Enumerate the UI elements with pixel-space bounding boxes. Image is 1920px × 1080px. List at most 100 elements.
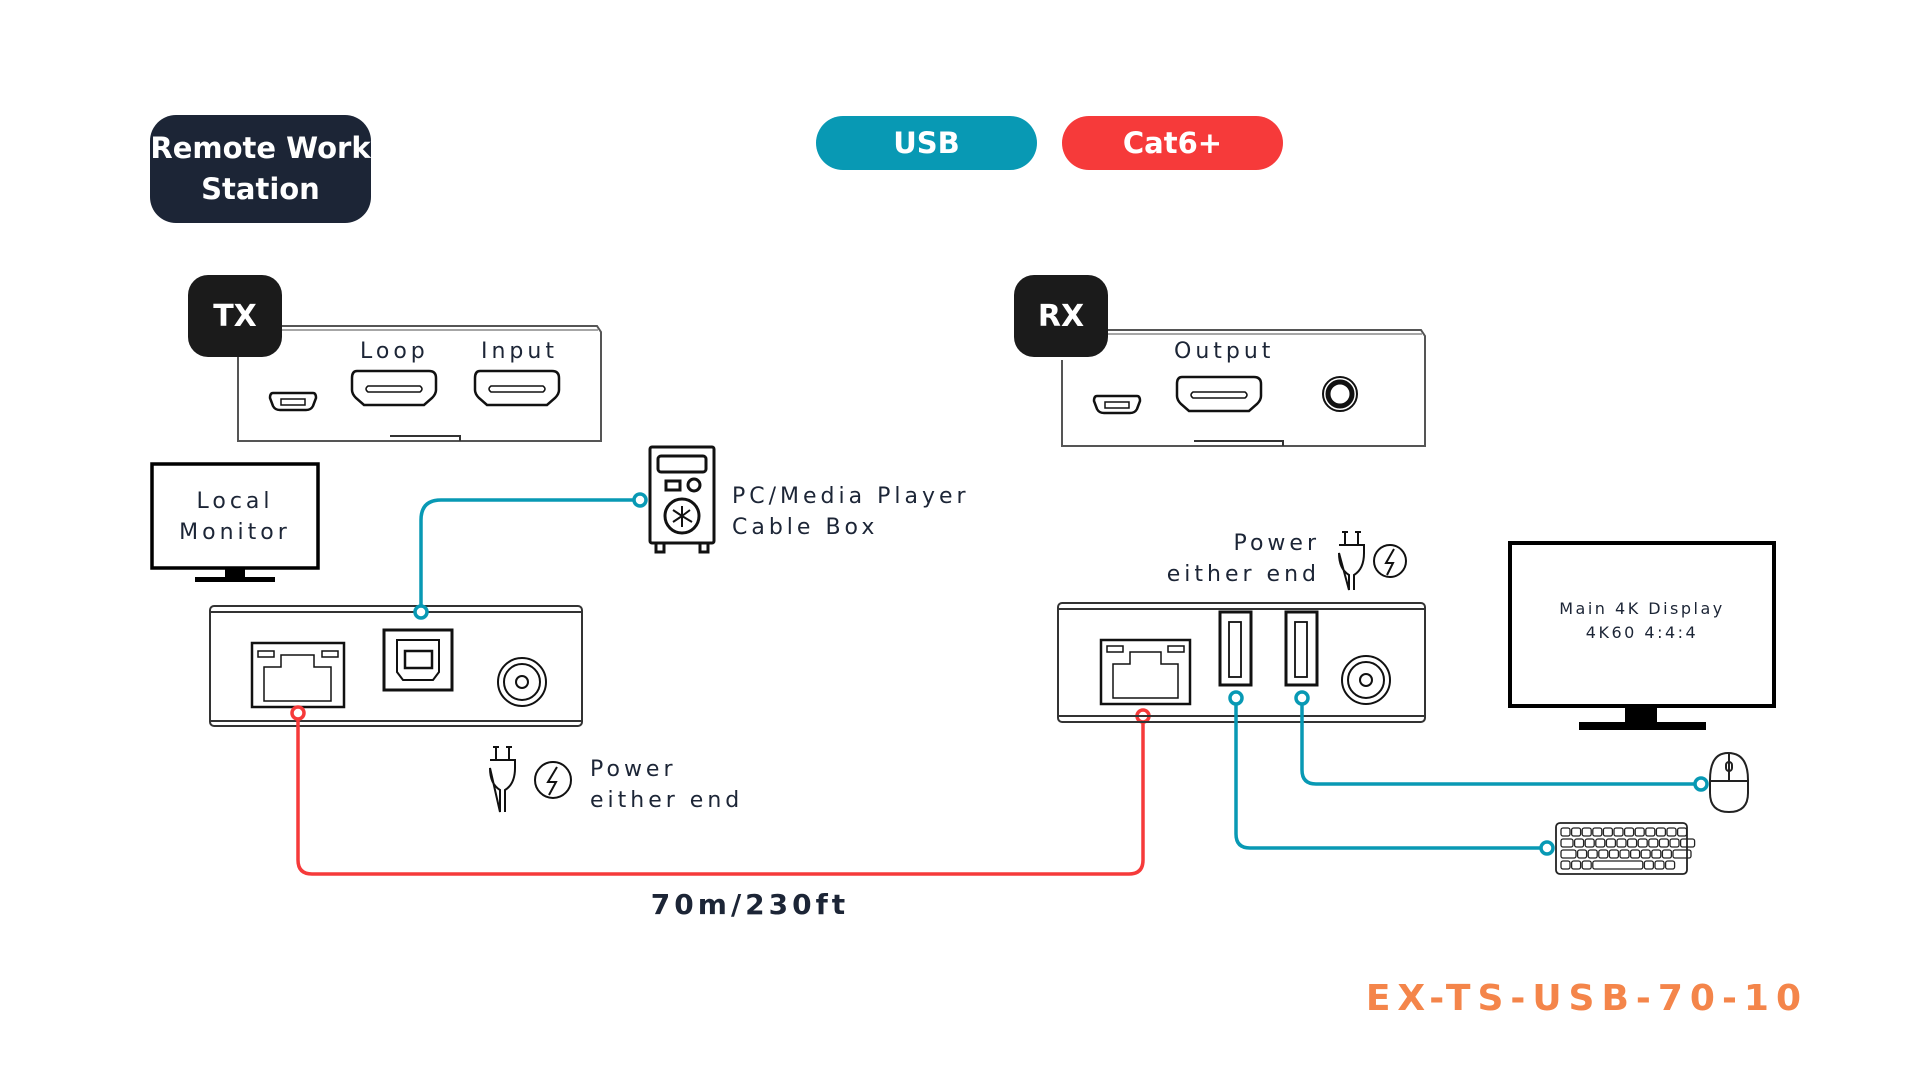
main-display-label-line1: Main 4K Display xyxy=(1559,599,1725,618)
tx-micro-usb-port xyxy=(268,391,318,412)
keyboard-key xyxy=(1637,838,1648,848)
rx-dc-power-jack xyxy=(1341,655,1391,705)
keyboard-key xyxy=(1664,860,1676,870)
tx-power-label-line2: either end xyxy=(590,788,744,813)
keyboard-key xyxy=(1658,838,1670,848)
input-port-label: Input xyxy=(481,339,558,364)
keyboard-key xyxy=(1613,827,1624,837)
main-display-icon xyxy=(1508,541,1776,730)
keyboard-key xyxy=(1672,849,1692,859)
keyboard-key xyxy=(1608,849,1620,859)
rx-power-label-line2: either end xyxy=(1166,562,1320,587)
keyboard-key xyxy=(1643,860,1655,870)
keyboard-key xyxy=(1570,827,1582,837)
keyboard-key xyxy=(1634,827,1645,837)
keyboard-key xyxy=(1655,827,1667,837)
keyboard-key xyxy=(1651,849,1662,859)
tx-badge: TX xyxy=(188,275,282,357)
keyboard-key xyxy=(1570,860,1582,870)
usb-cable-source xyxy=(419,498,634,608)
main-display-label-line2: 4K60 4:4:4 xyxy=(1585,623,1699,642)
model-number: EX-TS-USB-70-10 xyxy=(1365,978,1808,1019)
rx-audio-jack xyxy=(1322,376,1358,412)
tx-power-bolt-icon xyxy=(534,761,572,799)
keyboard-key xyxy=(1560,849,1577,859)
tx-usb-connector-dot xyxy=(413,604,429,620)
legend-cat6: Cat6+ xyxy=(1062,116,1283,170)
loop-port-label: Loop xyxy=(360,339,429,364)
keyboard-icon xyxy=(1555,822,1696,875)
tx-hdmi-loop-port xyxy=(350,369,438,407)
source-label-line1: PC/Media Player xyxy=(732,484,970,509)
keyboard-key xyxy=(1592,827,1603,837)
rx-micro-usb-port xyxy=(1092,394,1142,415)
keyboard-key xyxy=(1676,827,1688,837)
tx-dc-power-jack xyxy=(497,657,547,707)
title-box: Remote Work Station xyxy=(150,115,371,223)
keyboard-key xyxy=(1560,860,1571,870)
mouse-icon xyxy=(1709,751,1749,814)
keyboard-key xyxy=(1602,827,1614,837)
local-monitor-label-line1: Local xyxy=(196,489,274,514)
keyboard-key xyxy=(1623,827,1635,837)
keyboard-key xyxy=(1648,838,1659,848)
keyboard-key xyxy=(1619,849,1630,859)
keyboard-key xyxy=(1560,838,1574,848)
legend-usb: USB xyxy=(816,116,1037,170)
keyboard-key xyxy=(1573,838,1585,848)
rx-rj45-port xyxy=(1099,638,1192,706)
tx-bottom-box xyxy=(209,605,583,727)
keyboard-key xyxy=(1598,849,1609,859)
rx-power-label-line1: Power xyxy=(1233,531,1320,556)
keyboard-connector-dot xyxy=(1539,840,1555,856)
keyboard-key xyxy=(1595,838,1606,848)
local-monitor-icon xyxy=(150,462,320,582)
rx-usb-a-port-1 xyxy=(1218,610,1253,687)
cat6-cable xyxy=(296,718,1145,876)
keyboard-key xyxy=(1645,827,1656,837)
keyboard-key xyxy=(1626,838,1638,848)
keyboard-key xyxy=(1661,849,1673,859)
usb-cable-mouse xyxy=(1300,704,1695,786)
tx-cat6-connector-dot xyxy=(290,705,306,721)
keyboard-key xyxy=(1605,838,1617,848)
cable-distance-label: 70m/230ft xyxy=(650,888,850,921)
keyboard-key xyxy=(1581,860,1592,870)
rx-usb-a-port-2 xyxy=(1284,610,1319,687)
usb-connector-dot xyxy=(632,492,648,508)
keyboard-key xyxy=(1666,827,1677,837)
rx-power-plug-icon xyxy=(1338,531,1365,591)
keyboard-key xyxy=(1640,849,1651,859)
keyboard-key xyxy=(1581,827,1592,837)
rx-top-panel xyxy=(1061,329,1426,447)
tx-usb-b-port xyxy=(382,628,454,692)
keyboard-key xyxy=(1679,838,1696,848)
keyboard-key xyxy=(1669,838,1680,848)
tx-power-plug-icon xyxy=(489,746,516,813)
rx-power-bolt-icon xyxy=(1373,544,1407,578)
source-label-line2: Cable Box xyxy=(732,515,879,540)
title-line2: Station xyxy=(201,172,320,206)
keyboard-key xyxy=(1616,838,1627,848)
keyboard-key xyxy=(1654,860,1665,870)
output-port-label: Output xyxy=(1174,339,1275,364)
keyboard-key xyxy=(1587,849,1598,859)
title-line1: Remote Work xyxy=(150,131,371,165)
rx-bottom-box xyxy=(1057,602,1426,723)
local-monitor-label-line2: Monitor xyxy=(179,520,291,545)
keyboard-key xyxy=(1560,827,1571,837)
keyboard-key xyxy=(1584,838,1595,848)
keyboard-key xyxy=(1592,860,1644,870)
tx-hdmi-input-port xyxy=(473,369,561,407)
rx-hdmi-output-port xyxy=(1175,375,1263,413)
mouse-connector-dot xyxy=(1693,776,1709,792)
tx-power-label-line1: Power xyxy=(590,757,677,782)
usb-cable-keyboard xyxy=(1234,704,1541,850)
rx-usb2-connector-dot xyxy=(1294,690,1310,706)
keyboard-key xyxy=(1629,849,1641,859)
pc-media-player-icon xyxy=(648,445,716,554)
rx-badge: RX xyxy=(1014,275,1108,357)
tx-top-panel xyxy=(237,325,602,442)
tx-rj45-port xyxy=(250,641,346,709)
